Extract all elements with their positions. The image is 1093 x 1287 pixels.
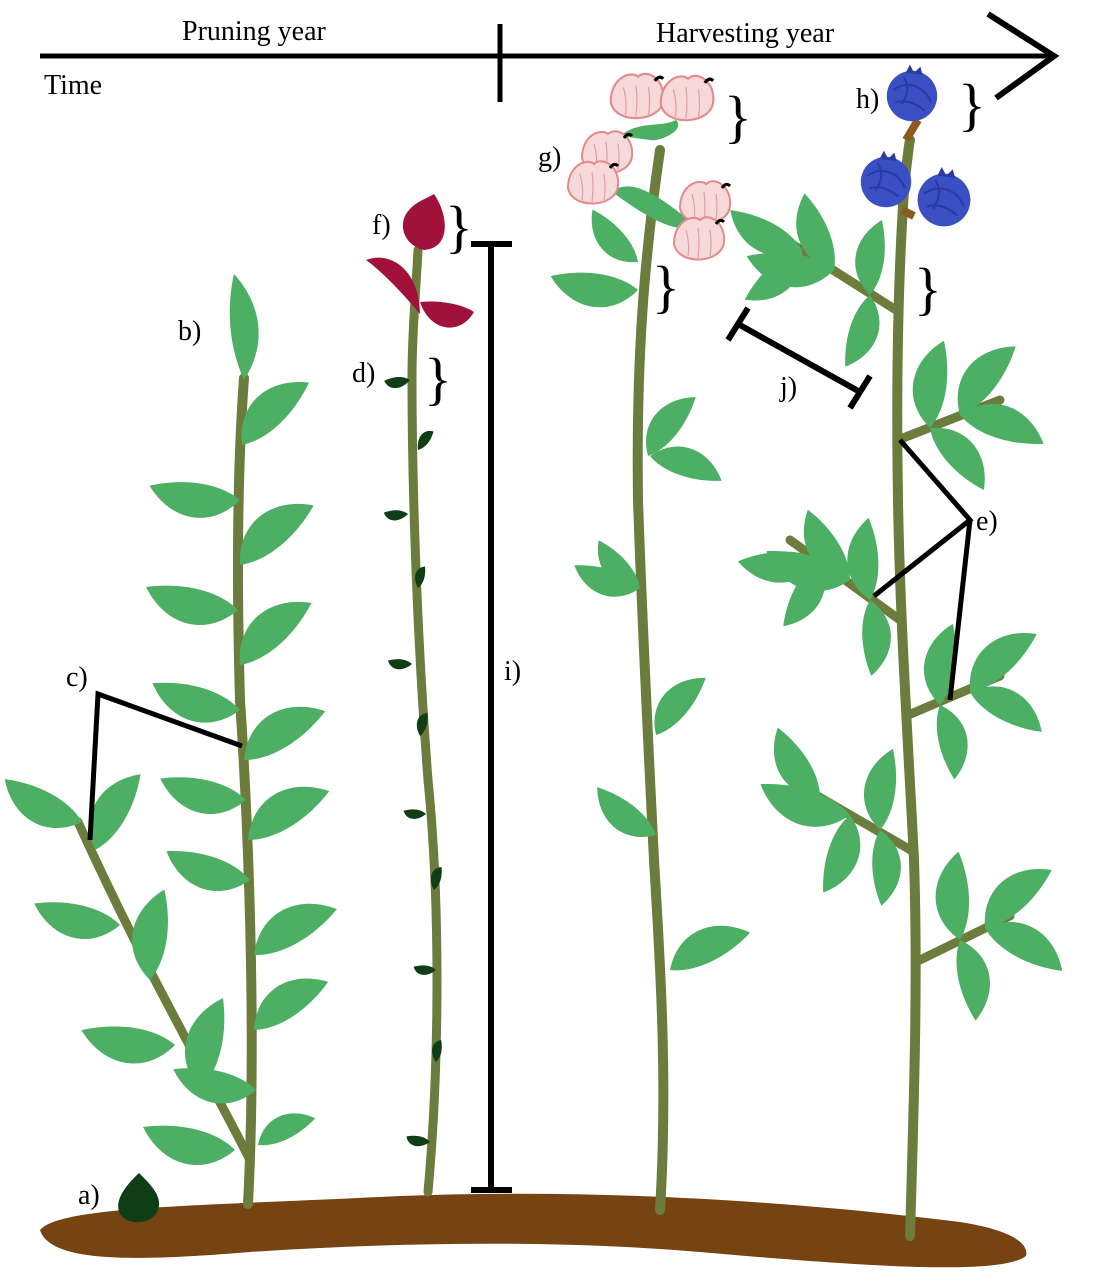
berry-stalk-top (906, 120, 918, 140)
red-leaf-right (420, 301, 474, 327)
label-g: g) (538, 142, 561, 173)
label-j: j) (779, 372, 797, 403)
label-b: b) (178, 316, 201, 347)
plant-pruned (366, 194, 512, 1192)
bracket-e-lower (950, 520, 970, 700)
label-a: a) (78, 1180, 100, 1211)
height-marker-i (471, 244, 512, 1190)
label-i: i) (504, 656, 521, 687)
brace-fruit-leaves: } (914, 256, 942, 321)
brace-f: } (445, 194, 473, 259)
plant-fruiting (721, 65, 1072, 1237)
fruiting-shoot (897, 140, 915, 1236)
dormant-bud-icon (118, 1173, 159, 1222)
plant-vegetative (0, 274, 344, 1204)
time-label: Time (44, 70, 102, 101)
brace-d: } (424, 346, 452, 411)
label-c: c) (66, 662, 88, 693)
plant-flowering (545, 74, 755, 1210)
label-h: h) (856, 84, 879, 115)
label-e: e) (976, 506, 998, 537)
brace-g: } (724, 84, 752, 149)
soil (40, 1194, 1026, 1268)
harvesting-year-label: Harvesting year (656, 18, 835, 49)
plant1-leaves (0, 369, 344, 1181)
brace-flower-leaves: } (652, 254, 680, 319)
pruning-year-label: Pruning year (182, 16, 327, 47)
apical-leaf (230, 274, 259, 380)
brace-h: } (958, 72, 986, 137)
red-terminal-bud (403, 194, 445, 250)
label-d: d) (352, 358, 375, 389)
berry-stalk (902, 210, 914, 216)
label-f: f) (372, 210, 391, 241)
